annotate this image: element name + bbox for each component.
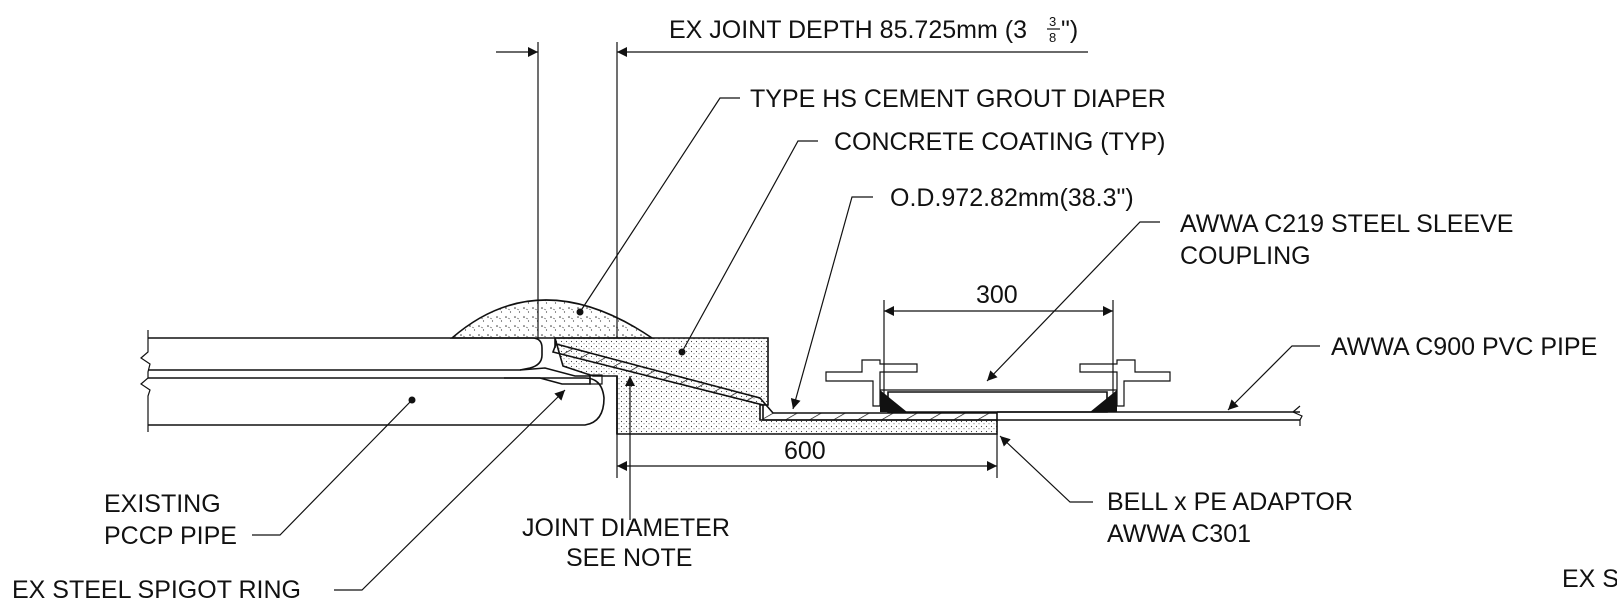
label-spigot-ring: EX STEEL SPIGOT RING bbox=[12, 576, 301, 604]
label-bell-adaptor-line2: AWWA C301 bbox=[1107, 520, 1251, 548]
label-sleeve-coupling-line2: COUPLING bbox=[1180, 242, 1311, 270]
label-dimension-600: 600 bbox=[784, 437, 826, 465]
label-existing-pccp-line1: EXISTING bbox=[104, 490, 221, 518]
label-joint-depth-close: ") bbox=[1061, 16, 1078, 44]
grout-diaper bbox=[449, 299, 655, 339]
label-sleeve-coupling-line1: AWWA C219 STEEL SLEEVE bbox=[1180, 210, 1513, 238]
bell-adaptor bbox=[551, 337, 998, 435]
label-dimension-300: 300 bbox=[976, 281, 1018, 309]
label-joint-depth-fraction-den: 8 bbox=[1049, 30, 1056, 45]
dimension-300 bbox=[883, 300, 1114, 395]
label-grout-diaper: TYPE HS CEMENT GROUT DIAPER bbox=[750, 85, 1166, 113]
leader-dots bbox=[408, 308, 686, 404]
label-concrete-coating: CONCRETE COATING (TYP) bbox=[834, 128, 1165, 156]
label-existing-pccp-line2: PCCP PIPE bbox=[104, 522, 237, 550]
label-joint-diameter-line2: SEE NOTE bbox=[566, 544, 692, 572]
pvc-pipe bbox=[997, 405, 1303, 426]
steel-sleeve-coupling bbox=[825, 359, 1171, 413]
label-pvc-pipe: AWWA C900 PVC PIPE bbox=[1331, 333, 1597, 361]
existing-pccp-pipe bbox=[140, 330, 605, 432]
label-outer-diameter: O.D.972.82mm(38.3") bbox=[890, 184, 1134, 212]
label-joint-depth-fraction-num: 3 bbox=[1049, 14, 1056, 29]
label-joint-diameter-line1: JOINT DIAMETER bbox=[522, 514, 730, 542]
label-bell-adaptor-line1: BELL x PE ADAPTOR bbox=[1107, 488, 1353, 516]
leader-lines bbox=[252, 97, 1320, 591]
label-joint-depth: EX JOINT DEPTH 85.725mm (3 bbox=[669, 16, 1027, 44]
label-cutoff-right: EX S bbox=[1562, 565, 1617, 593]
dimension-joint-depth bbox=[496, 42, 1088, 338]
dimension-600 bbox=[616, 434, 998, 478]
